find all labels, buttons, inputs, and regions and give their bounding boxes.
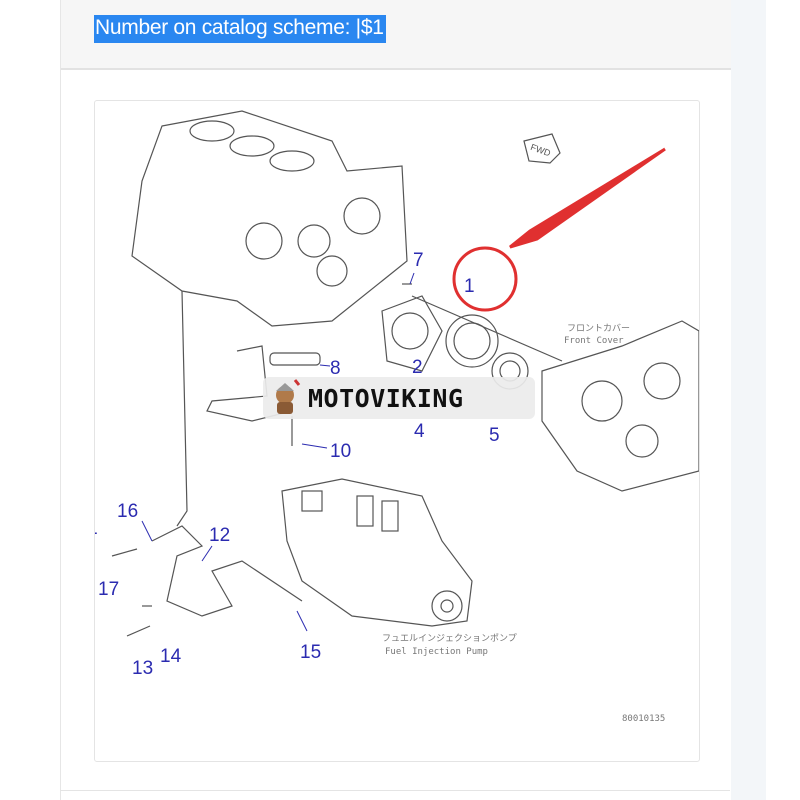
cylinder-block bbox=[131, 110, 408, 327]
callout-11: 11 bbox=[95, 518, 98, 539]
pump-label: Fuel Injection Pump bbox=[385, 647, 488, 657]
callout-14: 14 bbox=[160, 646, 182, 667]
callout-5: 5 bbox=[489, 425, 500, 446]
front-cover bbox=[541, 320, 699, 492]
callout-2: 2 bbox=[412, 357, 423, 378]
fwd-label: FWD bbox=[529, 142, 552, 159]
callout-8: 8 bbox=[330, 358, 341, 379]
callout-13: 13 bbox=[132, 658, 153, 679]
viking-mascot-icon bbox=[276, 379, 301, 414]
callout-12: 12 bbox=[209, 525, 230, 546]
callout-10: 10 bbox=[330, 441, 351, 462]
oil-strainer bbox=[206, 345, 293, 422]
drawing-code: 80010135 bbox=[622, 714, 665, 724]
callout-17: 17 bbox=[98, 579, 119, 600]
motoviking-watermark: MOTOVIKING bbox=[263, 377, 535, 419]
highlight-circle bbox=[452, 246, 518, 312]
right-sidebar-strip bbox=[730, 0, 766, 800]
seal-ring bbox=[445, 314, 499, 368]
exploded-view-drawing: FWD 1 2 4 5 7 8 10 11 12 13 14 15 16 17 … bbox=[95, 110, 699, 724]
callout-1: 1 bbox=[464, 276, 475, 297]
pointer-arrow bbox=[509, 147, 666, 249]
fuel-injection-pump bbox=[281, 478, 473, 627]
card-header: Number on catalog scheme: |$1 bbox=[61, 0, 731, 70]
fwd-arrow-icon bbox=[523, 133, 561, 164]
callout-16: 16 bbox=[117, 501, 138, 522]
parts-diagram: FWD 1 2 4 5 7 8 10 11 12 13 14 15 16 17 … bbox=[94, 100, 700, 762]
callout-15: 15 bbox=[300, 642, 321, 663]
watermark-brand: MOTOVIKING bbox=[308, 384, 464, 413]
pump-jp-label: フュエルインジェクションポンプ bbox=[382, 633, 517, 644]
divider bbox=[60, 790, 730, 791]
front-cover-label: Front Cover bbox=[564, 336, 624, 346]
callout-4: 4 bbox=[414, 421, 425, 442]
front-cover-jp-label: フロントカバー bbox=[567, 323, 630, 334]
catalog-card: Number on catalog scheme: |$1 bbox=[60, 0, 731, 800]
gasket bbox=[381, 295, 443, 372]
callout-7: 7 bbox=[413, 250, 424, 271]
fuel-pipe bbox=[151, 525, 303, 617]
catalog-scheme-number: Number on catalog scheme: |$1 bbox=[94, 15, 386, 43]
